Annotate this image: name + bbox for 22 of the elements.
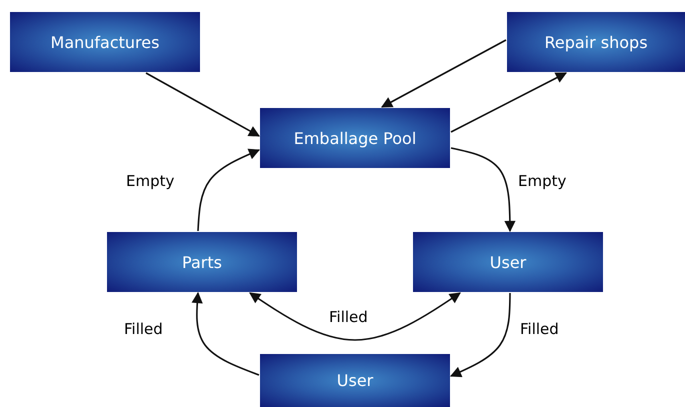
arrow	[381, 39, 506, 108]
arrow	[450, 147, 516, 232]
arrow	[197, 148, 260, 232]
node-label: Emballage Pool	[294, 128, 416, 148]
edge-label: Empty	[124, 172, 176, 190]
node-label: User	[336, 371, 374, 390]
arrow	[146, 72, 260, 137]
process-box	[507, 12, 685, 72]
node-label: Repair shops	[544, 32, 648, 52]
arrow	[249, 292, 461, 341]
process-box	[10, 12, 200, 72]
process-box	[413, 232, 603, 292]
node-label: User	[490, 252, 526, 272]
arrow	[450, 72, 567, 133]
process-box	[260, 108, 450, 168]
arrow	[450, 293, 511, 378]
node-label: Parts	[182, 252, 222, 272]
process-box	[107, 232, 297, 292]
arrow	[192, 292, 260, 376]
node-label: Manufactures	[50, 32, 160, 52]
process-box	[260, 354, 450, 407]
edge-label: Empty	[516, 172, 568, 190]
